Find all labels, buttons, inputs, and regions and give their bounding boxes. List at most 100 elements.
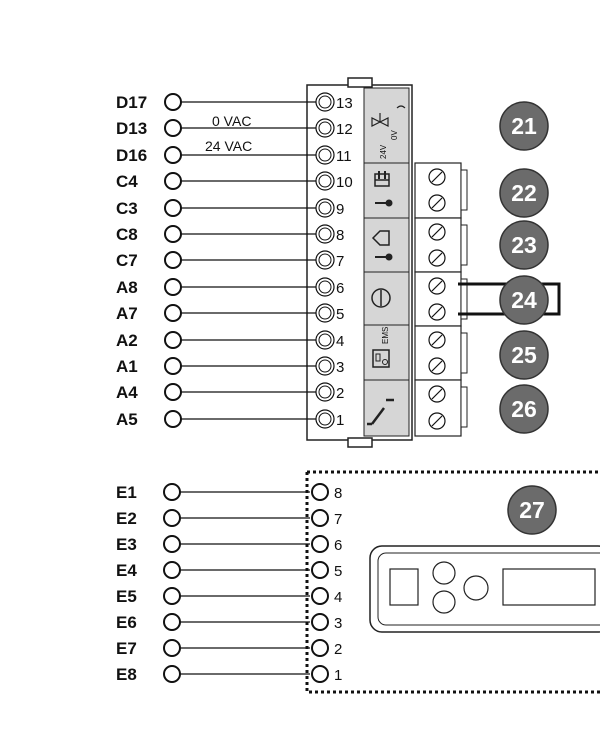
terminal-number: 1 <box>336 412 344 429</box>
terminal-number: 8 <box>336 227 344 244</box>
wire-end-terminal <box>164 199 182 217</box>
terminal-inner-circle <box>318 306 332 320</box>
terminal-number: 5 <box>336 306 344 323</box>
screw-slot <box>431 360 443 372</box>
terminal-inner-circle <box>318 121 332 135</box>
device-button-round <box>432 590 456 614</box>
switch-icon <box>367 398 394 426</box>
terminal-number: 2 <box>336 385 344 402</box>
badge-circle <box>499 330 549 380</box>
room-controller-device <box>369 545 600 633</box>
wire-label: E1 <box>116 483 137 502</box>
badge-circle <box>499 101 549 151</box>
device-button-square <box>389 568 419 606</box>
terminal-inner-circle <box>318 359 332 373</box>
wire-end-terminal <box>164 146 182 164</box>
device-button-round <box>432 561 456 585</box>
device-button-round <box>463 575 489 601</box>
terminal-inner-circle <box>318 227 332 241</box>
wire-end-terminal <box>164 357 182 375</box>
wire-end-terminal <box>163 535 181 553</box>
terminal-inner-circle <box>318 412 332 426</box>
thermometer-icon <box>375 199 393 207</box>
wire-end-terminal <box>164 278 182 296</box>
wire-end-terminal <box>163 665 181 683</box>
terminal-number: 6 <box>334 537 342 554</box>
wire-label: E7 <box>116 639 137 658</box>
wire-label: C4 <box>116 172 138 191</box>
terminal-number: 9 <box>336 201 344 218</box>
terminal-number: 3 <box>336 359 344 376</box>
wire-label: A2 <box>116 331 138 350</box>
wire-label: E6 <box>116 613 137 632</box>
wire-label: C3 <box>116 199 138 218</box>
wire-end-terminal <box>164 251 182 269</box>
terminal-inner-circle <box>318 253 332 267</box>
terminal-number: 8 <box>334 485 342 502</box>
valve-icon <box>371 105 406 127</box>
terminal-circle <box>311 535 329 553</box>
terminal-circle <box>311 665 329 683</box>
terminal-inner-circle <box>318 148 332 162</box>
badge-circle <box>499 384 549 434</box>
terminal-circle <box>311 587 329 605</box>
terminal-number: 3 <box>334 615 342 632</box>
terminal-number: 1 <box>334 667 342 684</box>
boiler-icon <box>374 171 390 187</box>
terminal-circle <box>311 613 329 631</box>
wire-label: C8 <box>116 225 138 244</box>
badge-number: 23 <box>511 232 537 258</box>
wire-end-terminal <box>164 119 182 137</box>
wire-end-terminal <box>163 587 181 605</box>
terminal-number: 4 <box>334 589 342 606</box>
terminal-number: 11 <box>336 148 352 165</box>
terminal-circle <box>311 561 329 579</box>
screw-icons <box>428 168 446 430</box>
terminal-inner-circle <box>318 201 332 215</box>
terminal-inner-circle <box>318 174 332 188</box>
terminal-circle <box>311 639 329 657</box>
badge-number: 25 <box>511 342 537 368</box>
wire-end-terminal <box>164 225 182 243</box>
screw-slot <box>431 306 443 318</box>
wire-label: D13 <box>116 119 147 138</box>
wire-end-terminal <box>163 613 181 631</box>
top-clip <box>347 77 373 88</box>
screw-slot <box>431 171 443 183</box>
device-area-dotted-border <box>305 470 600 694</box>
screw-slot <box>431 280 443 292</box>
voltage-label-24vac: 24 VAC <box>205 138 252 154</box>
wire-end-terminal <box>164 172 182 190</box>
badge-circle <box>507 485 557 535</box>
terminal-number: 10 <box>336 174 353 191</box>
terminal-inner-circle <box>318 333 332 347</box>
screw-slot <box>431 252 443 264</box>
power-icon <box>371 288 391 308</box>
terminal-inner-circle <box>318 95 332 109</box>
wire-end-terminal <box>164 383 182 401</box>
badge-number: 27 <box>519 497 545 523</box>
badge-number: 21 <box>511 113 537 139</box>
wire-label: D16 <box>116 146 147 165</box>
wire-label: A5 <box>116 410 138 429</box>
wire-end-terminal <box>164 93 182 111</box>
wire-end-terminal <box>163 483 181 501</box>
house-icon <box>371 230 390 246</box>
terminal-number: 5 <box>334 563 342 580</box>
badge-number: 22 <box>511 180 537 206</box>
wire-end-terminal <box>164 304 182 322</box>
ems-label: EMS <box>381 327 390 344</box>
terminal-circle <box>311 509 329 527</box>
badge-number: 26 <box>511 396 537 422</box>
screw-slot <box>431 197 443 209</box>
terminal-inner-circle <box>318 280 332 294</box>
screw-slot <box>431 415 443 427</box>
terminal-number: 4 <box>336 333 344 350</box>
badge-circle <box>499 168 549 218</box>
screw-slot <box>431 334 443 346</box>
wire-label: A7 <box>116 304 138 323</box>
badge-number: 24 <box>511 287 537 313</box>
wire-label: A4 <box>116 383 138 402</box>
